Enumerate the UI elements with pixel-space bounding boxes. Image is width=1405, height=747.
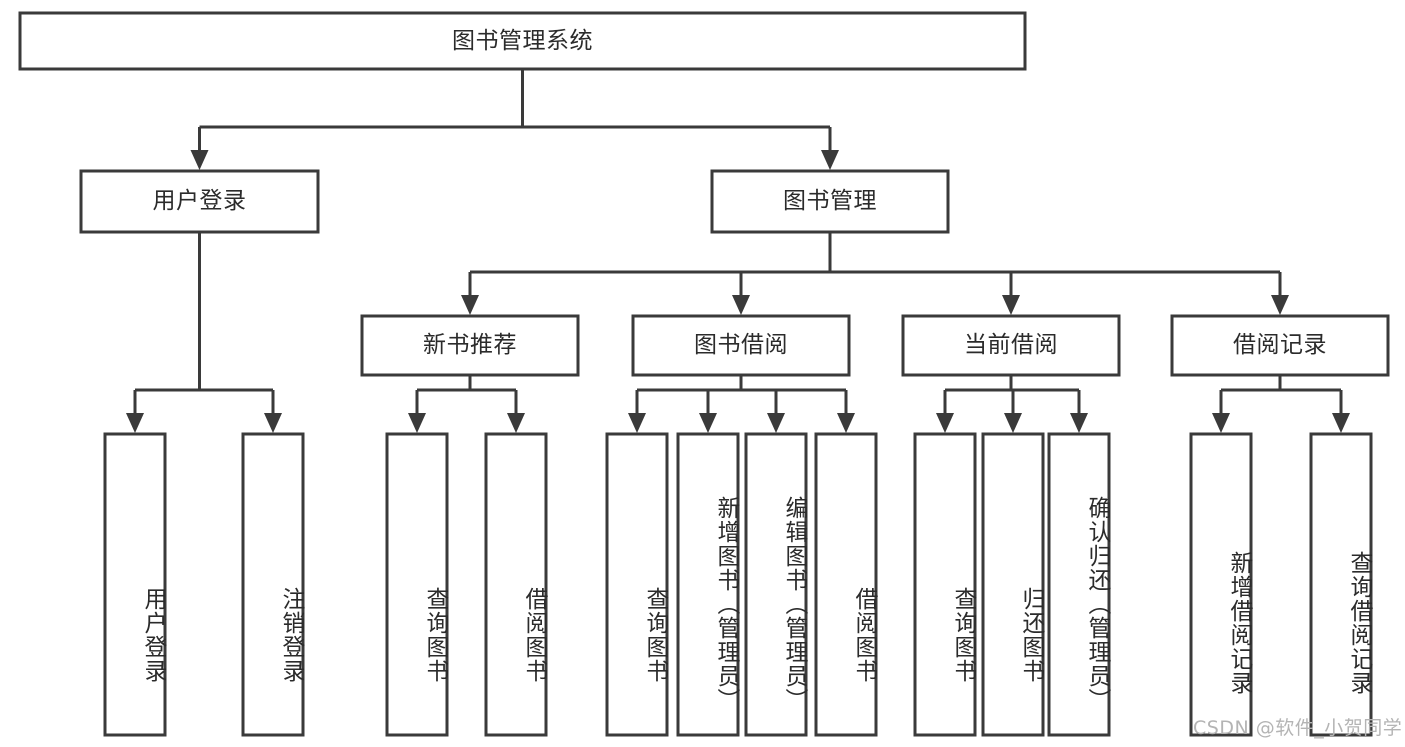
node-hit-book-manage[interactable] xyxy=(712,171,948,232)
node-hit-current-borrow[interactable] xyxy=(903,316,1119,375)
node-hit-leaf-query-borrow-record[interactable] xyxy=(1311,434,1371,735)
arrow-head-icon xyxy=(1070,413,1088,433)
node-leaf-borrow-book[interactable] xyxy=(814,432,878,737)
node-hit-new-book-recommend[interactable] xyxy=(362,316,578,375)
connector-layer xyxy=(126,69,1350,433)
node-leaf-return-book[interactable] xyxy=(981,432,1045,737)
node-hit-borrow-record[interactable] xyxy=(1172,316,1388,375)
arrow-head-icon xyxy=(821,150,839,170)
node-hit-root[interactable] xyxy=(20,13,1025,69)
node-leaf-user-login[interactable] xyxy=(103,432,167,737)
node-hit-user-login[interactable] xyxy=(81,171,318,232)
arrow-head-icon xyxy=(1271,295,1289,315)
arrow-head-icon xyxy=(264,413,282,433)
arrow-head-icon xyxy=(732,295,750,315)
arrow-head-icon xyxy=(1212,413,1230,433)
node-hit-leaf-user-logout[interactable] xyxy=(243,434,303,735)
arrow-head-icon xyxy=(190,150,209,170)
node-leaf-query-borrow-record[interactable] xyxy=(1309,432,1373,737)
node-root[interactable] xyxy=(18,11,1027,71)
arrow-head-icon xyxy=(408,413,426,433)
node-leaf-query-book-current[interactable] xyxy=(913,432,977,737)
node-hit-leaf-add-book-admin[interactable] xyxy=(678,434,738,735)
node-hit-book-borrow[interactable] xyxy=(633,316,849,375)
arrow-head-icon xyxy=(507,413,525,433)
node-hit-leaf-query-book-borrow[interactable] xyxy=(607,434,667,735)
arrow-head-icon xyxy=(837,413,855,433)
node-hit-leaf-query-book-recommend[interactable] xyxy=(387,434,447,735)
arrow-head-icon xyxy=(767,413,785,433)
node-borrow-record[interactable] xyxy=(1170,314,1390,377)
node-layer xyxy=(18,11,1390,737)
arrow-head-icon xyxy=(936,413,954,433)
arrow-head-icon xyxy=(628,413,646,433)
node-new-book-recommend[interactable] xyxy=(360,314,580,377)
node-leaf-query-book-recommend[interactable] xyxy=(385,432,449,737)
node-hit-leaf-user-login[interactable] xyxy=(105,434,165,735)
arrow-head-icon xyxy=(1332,413,1350,433)
node-hit-leaf-edit-book-admin[interactable] xyxy=(746,434,806,735)
node-leaf-edit-book-admin[interactable] xyxy=(744,432,808,737)
arrow-head-icon xyxy=(126,413,144,433)
node-leaf-add-borrow-record[interactable] xyxy=(1189,432,1253,737)
arrow-head-icon xyxy=(1004,413,1022,433)
node-hit-leaf-borrow-book[interactable] xyxy=(816,434,876,735)
node-leaf-borrow-book-recommend[interactable] xyxy=(484,432,548,737)
node-hit-leaf-borrow-book-recommend[interactable] xyxy=(486,434,546,735)
node-current-borrow[interactable] xyxy=(901,314,1121,377)
arrow-head-icon xyxy=(461,295,479,315)
arrow-head-icon xyxy=(1002,295,1020,315)
arrow-head-icon xyxy=(699,413,717,433)
node-hit-leaf-return-book[interactable] xyxy=(983,434,1043,735)
node-leaf-user-logout[interactable] xyxy=(241,432,305,737)
node-book-manage[interactable] xyxy=(710,169,950,234)
node-hit-leaf-confirm-return-admin[interactable] xyxy=(1049,434,1109,735)
node-leaf-confirm-return-admin[interactable] xyxy=(1047,432,1111,737)
node-book-borrow[interactable] xyxy=(631,314,851,377)
node-hit-leaf-add-borrow-record[interactable] xyxy=(1191,434,1251,735)
node-user-login[interactable] xyxy=(79,169,320,234)
node-leaf-add-book-admin[interactable] xyxy=(676,432,740,737)
node-leaf-query-book-borrow[interactable] xyxy=(605,432,669,737)
node-hit-leaf-query-book-current[interactable] xyxy=(915,434,975,735)
